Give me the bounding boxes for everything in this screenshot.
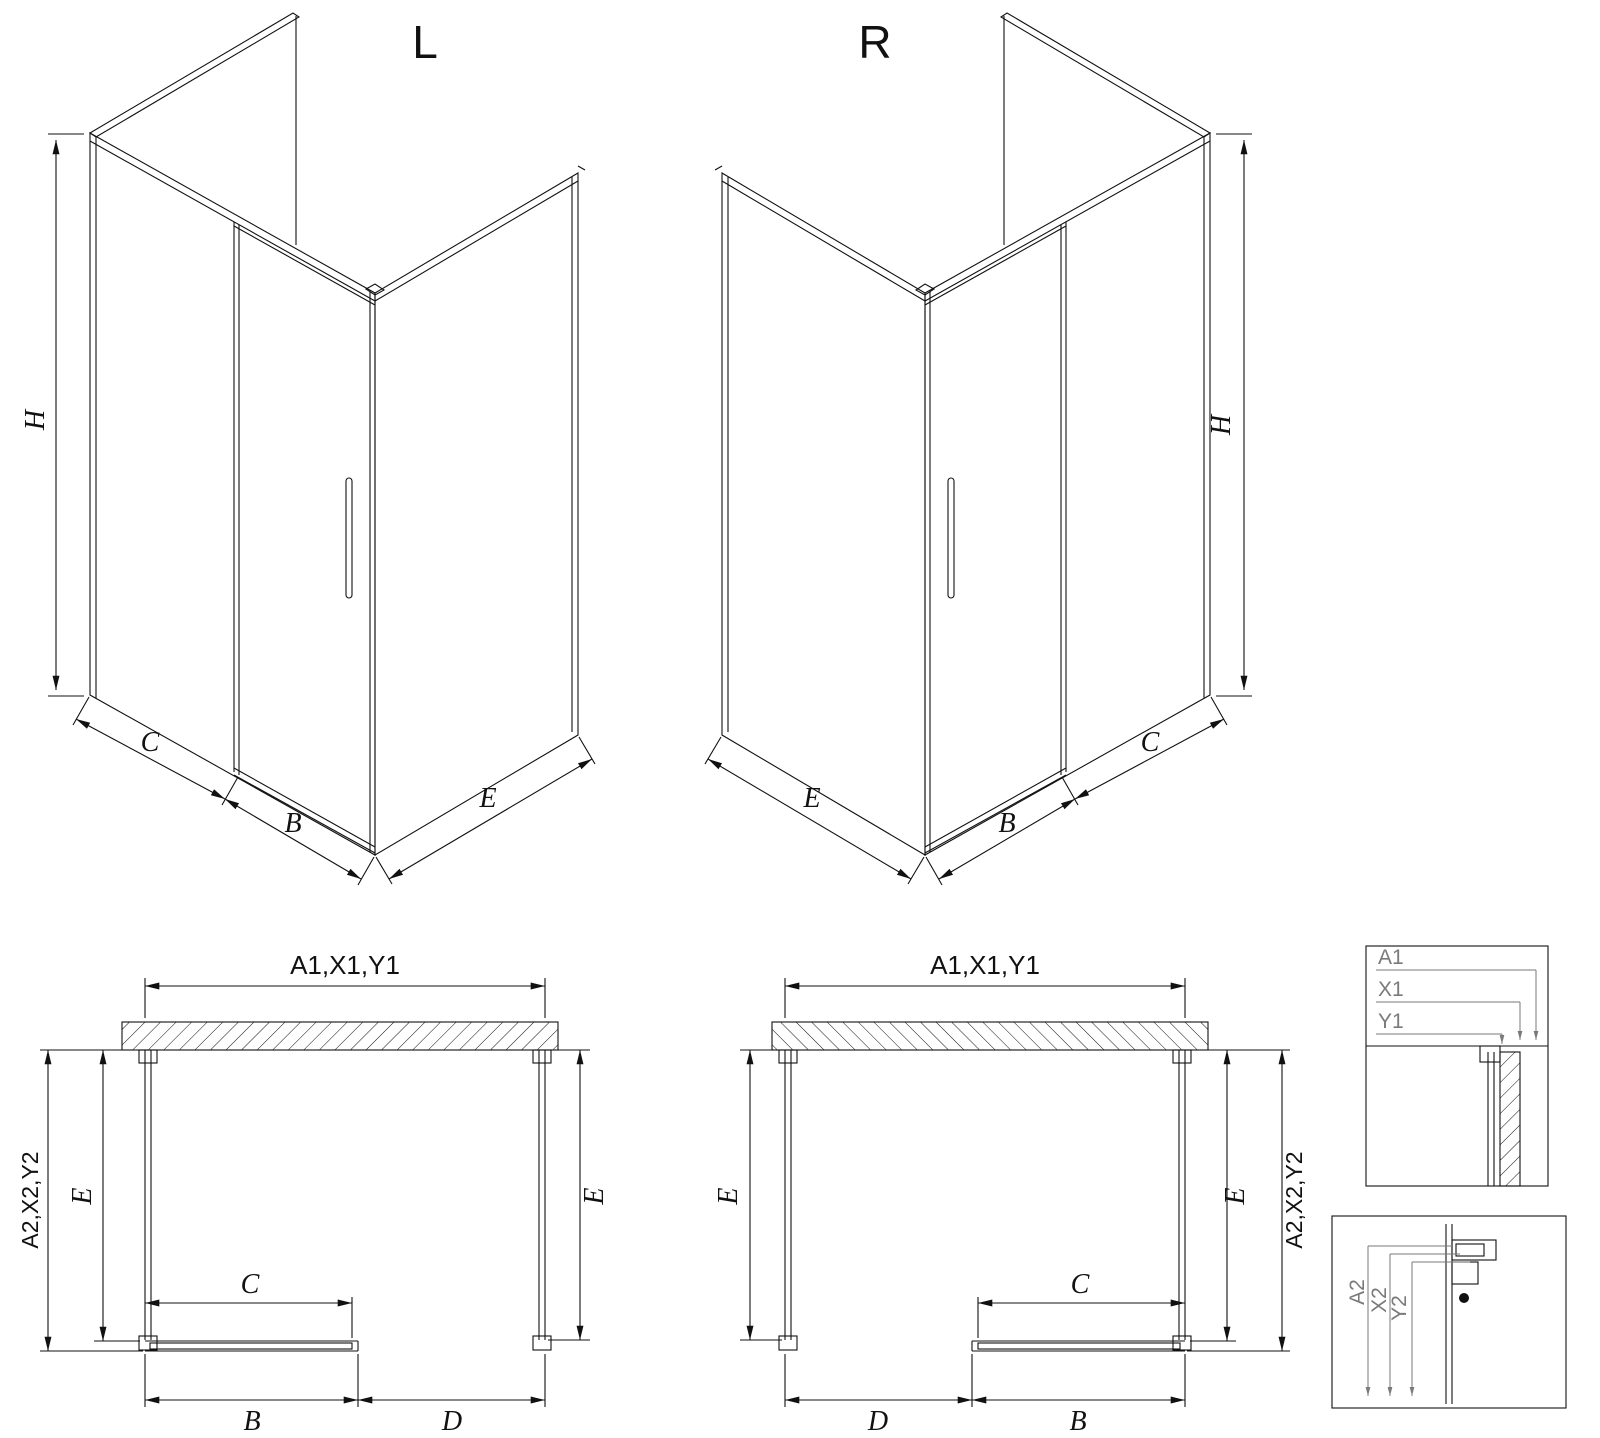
iso-left-title: L [412, 16, 438, 68]
plan-right-dim-e-right-label: E [1220, 1187, 1251, 1205]
plan-right-geometry [740, 978, 1290, 1407]
plan-left-dim-d-label: D [441, 1406, 462, 1437]
plan-right-depth-outer-label: A2,X2,Y2 [1281, 1151, 1307, 1248]
iso-left-dim-h-label: H [20, 408, 51, 431]
iso-view-left: L H C B E [20, 13, 595, 885]
detail-wall-profile-top: A1 X1 Y1 [1365, 945, 1549, 1187]
detail-top-geometry [1365, 945, 1549, 1187]
detail-top-x1-label: X1 [1378, 978, 1404, 1001]
iso-view-right: R H C B E [705, 13, 1252, 885]
plan-left-geometry [40, 978, 590, 1407]
plan-right-width-label: A1,X1,Y1 [930, 950, 1040, 980]
plan-left-depth-outer-label: A2,X2,Y2 [17, 1151, 43, 1248]
detail-bottom-y2-label: Y2 [1388, 1295, 1411, 1321]
iso-right-dim-c-label: C [1141, 727, 1160, 758]
plan-left-dim-c-label: C [241, 1269, 260, 1300]
plan-right-dim-b-label: B [1069, 1406, 1086, 1437]
detail-bottom-x2-label: X2 [1368, 1287, 1391, 1313]
plan-left-dim-b-label: B [243, 1406, 260, 1437]
iso-right-dim-b-label: B [998, 808, 1015, 839]
detail-bottom-a2-label: A2 [1346, 1279, 1369, 1305]
iso-right-dim-e-label: E [802, 783, 820, 814]
detail-top-y1-label: Y1 [1378, 1010, 1404, 1033]
detail-wall-profile-bottom: A2 X2 Y2 [1331, 1215, 1567, 1409]
plan-left-width-label: A1,X1,Y1 [290, 950, 400, 980]
iso-left-geometry [48, 13, 595, 885]
iso-left-dim-b-label: B [284, 808, 301, 839]
plan-view-left: A1,X1,Y1 C B D E A2,X2,Y2 E [17, 950, 610, 1437]
plan-right-dim-e-left-label: E [713, 1187, 744, 1205]
iso-left-dim-c-label: C [141, 727, 160, 758]
iso-right-title: R [858, 16, 891, 68]
iso-right-dim-h-label: H [1206, 413, 1237, 436]
plan-view-right: A1,X1,Y1 C D B E E A2,X2,Y2 [713, 950, 1307, 1437]
detail-top-leaders [1376, 969, 1539, 1044]
plan-right-dim-d-label: D [867, 1406, 888, 1437]
plan-left-dim-e-left-label: E [67, 1187, 98, 1205]
plan-left-dim-e-right-label: E [579, 1187, 610, 1205]
iso-right-geometry [705, 13, 1252, 885]
detail-bottom-leaders [1365, 1245, 1470, 1396]
iso-left-dim-e-label: E [478, 783, 496, 814]
detail-top-a1-label: A1 [1378, 946, 1404, 969]
plan-right-dim-c-label: C [1071, 1269, 1090, 1300]
